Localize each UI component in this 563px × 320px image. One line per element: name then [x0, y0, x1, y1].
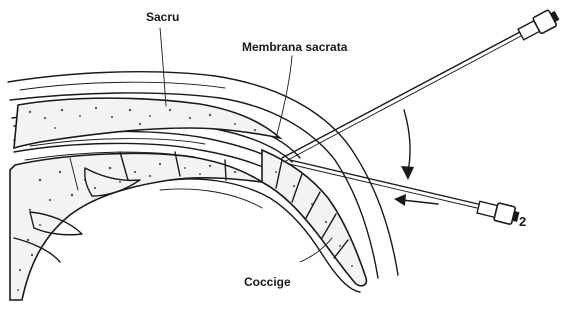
sacrum-bone — [10, 98, 280, 300]
sacrum-label: Sacru — [146, 10, 179, 24]
needle-one-hub — [517, 7, 562, 42]
arrow-left-icon — [394, 194, 438, 206]
needle-one — [282, 7, 561, 162]
coccyx-bone — [262, 150, 366, 286]
needle-two-label: 2 — [519, 214, 526, 229]
membrane-label: Membrana sacrata — [242, 40, 348, 54]
curved-arrow-down-icon — [401, 110, 414, 180]
coccyx-label: Coccige — [244, 275, 291, 289]
needle-two-hub — [476, 198, 520, 225]
